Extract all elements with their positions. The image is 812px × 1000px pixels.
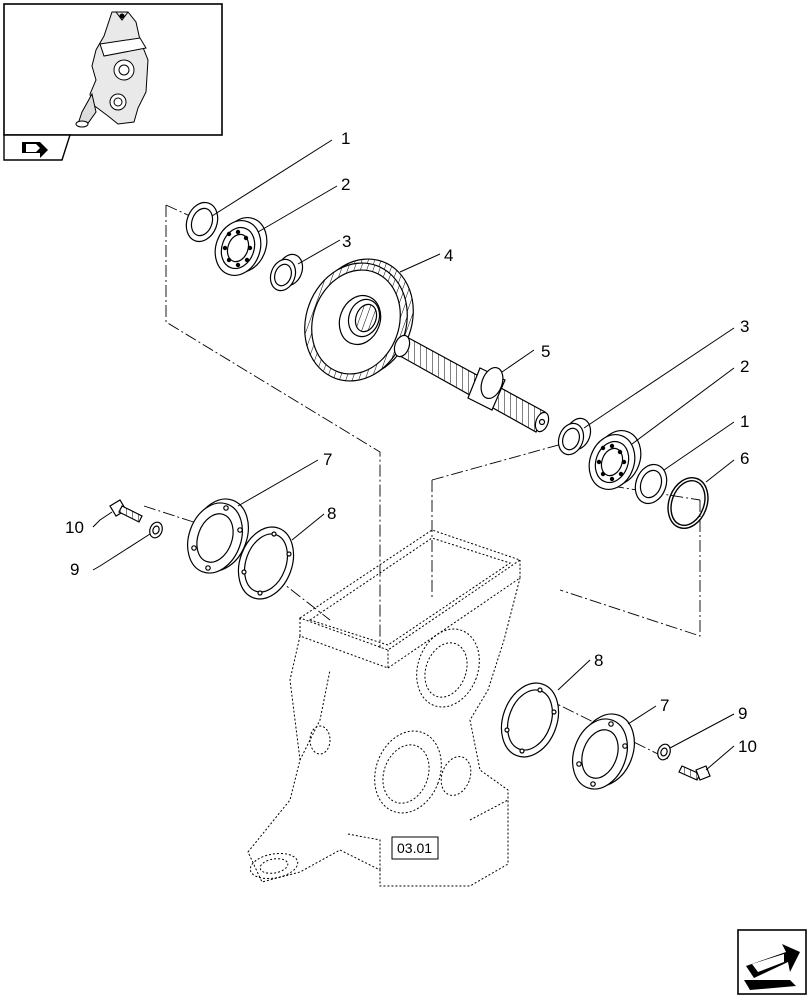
callout-7-left: 7: [323, 450, 332, 469]
thumbnail-panel[interactable]: [3, 3, 223, 161]
part-4-gear: [304, 258, 414, 382]
callout-8-right: 8: [594, 651, 603, 670]
part-10-screw-left: [109, 499, 143, 523]
callout-labels: 1 2 3 4 5 3 2 1 6 7 8 10 9 8 7 9 10: [65, 129, 757, 756]
part-2-bearing-top: [214, 217, 268, 276]
part-7-cover-left: [187, 498, 249, 574]
reference-box-label: 03.01: [397, 840, 432, 856]
thumbnail-assembly-icon: [75, 11, 149, 128]
part-7-cover-right: [572, 713, 635, 790]
part-3-spacer-right: [557, 417, 592, 456]
callout-5: 5: [541, 342, 550, 361]
part-9-washer-left: [149, 521, 163, 539]
callout-1-top: 1: [341, 129, 350, 148]
leader-lines: [92, 139, 735, 771]
part-8-gasket-right: [500, 682, 560, 758]
callout-9-right: 9: [738, 704, 747, 723]
thumbnail-nav-arrow-icon[interactable]: [3, 134, 71, 161]
next-page-arrow-icon[interactable]: [737, 929, 807, 995]
callout-6: 6: [740, 449, 749, 468]
part-3-spacer-top: [269, 253, 304, 292]
callout-2-right: 2: [740, 357, 749, 376]
part-2-bearing-right: [588, 430, 642, 490]
part-1-ring-right: [634, 463, 668, 505]
callout-10-right: 10: [738, 737, 757, 756]
callout-9-left: 9: [70, 560, 79, 579]
reference-box[interactable]: 03.01: [391, 836, 439, 860]
part-6-snap-ring: [667, 477, 709, 529]
callout-7-right: 7: [660, 696, 669, 715]
callout-10-left: 10: [65, 518, 84, 537]
callout-1-right: 1: [740, 412, 749, 431]
callout-2-top: 2: [341, 175, 350, 194]
part-1-ring-top: [185, 201, 219, 243]
part-5-shaft: [393, 334, 550, 433]
callout-8-left: 8: [327, 504, 336, 523]
part-8-gasket-left: [237, 526, 295, 600]
callout-4: 4: [444, 246, 453, 265]
gearbox-housing: [247, 529, 522, 887]
part-10-screw-right: [678, 765, 711, 781]
callout-3-right: 3: [740, 317, 749, 336]
callout-3-top: 3: [342, 232, 351, 251]
part-9-washer-right: [657, 743, 671, 761]
